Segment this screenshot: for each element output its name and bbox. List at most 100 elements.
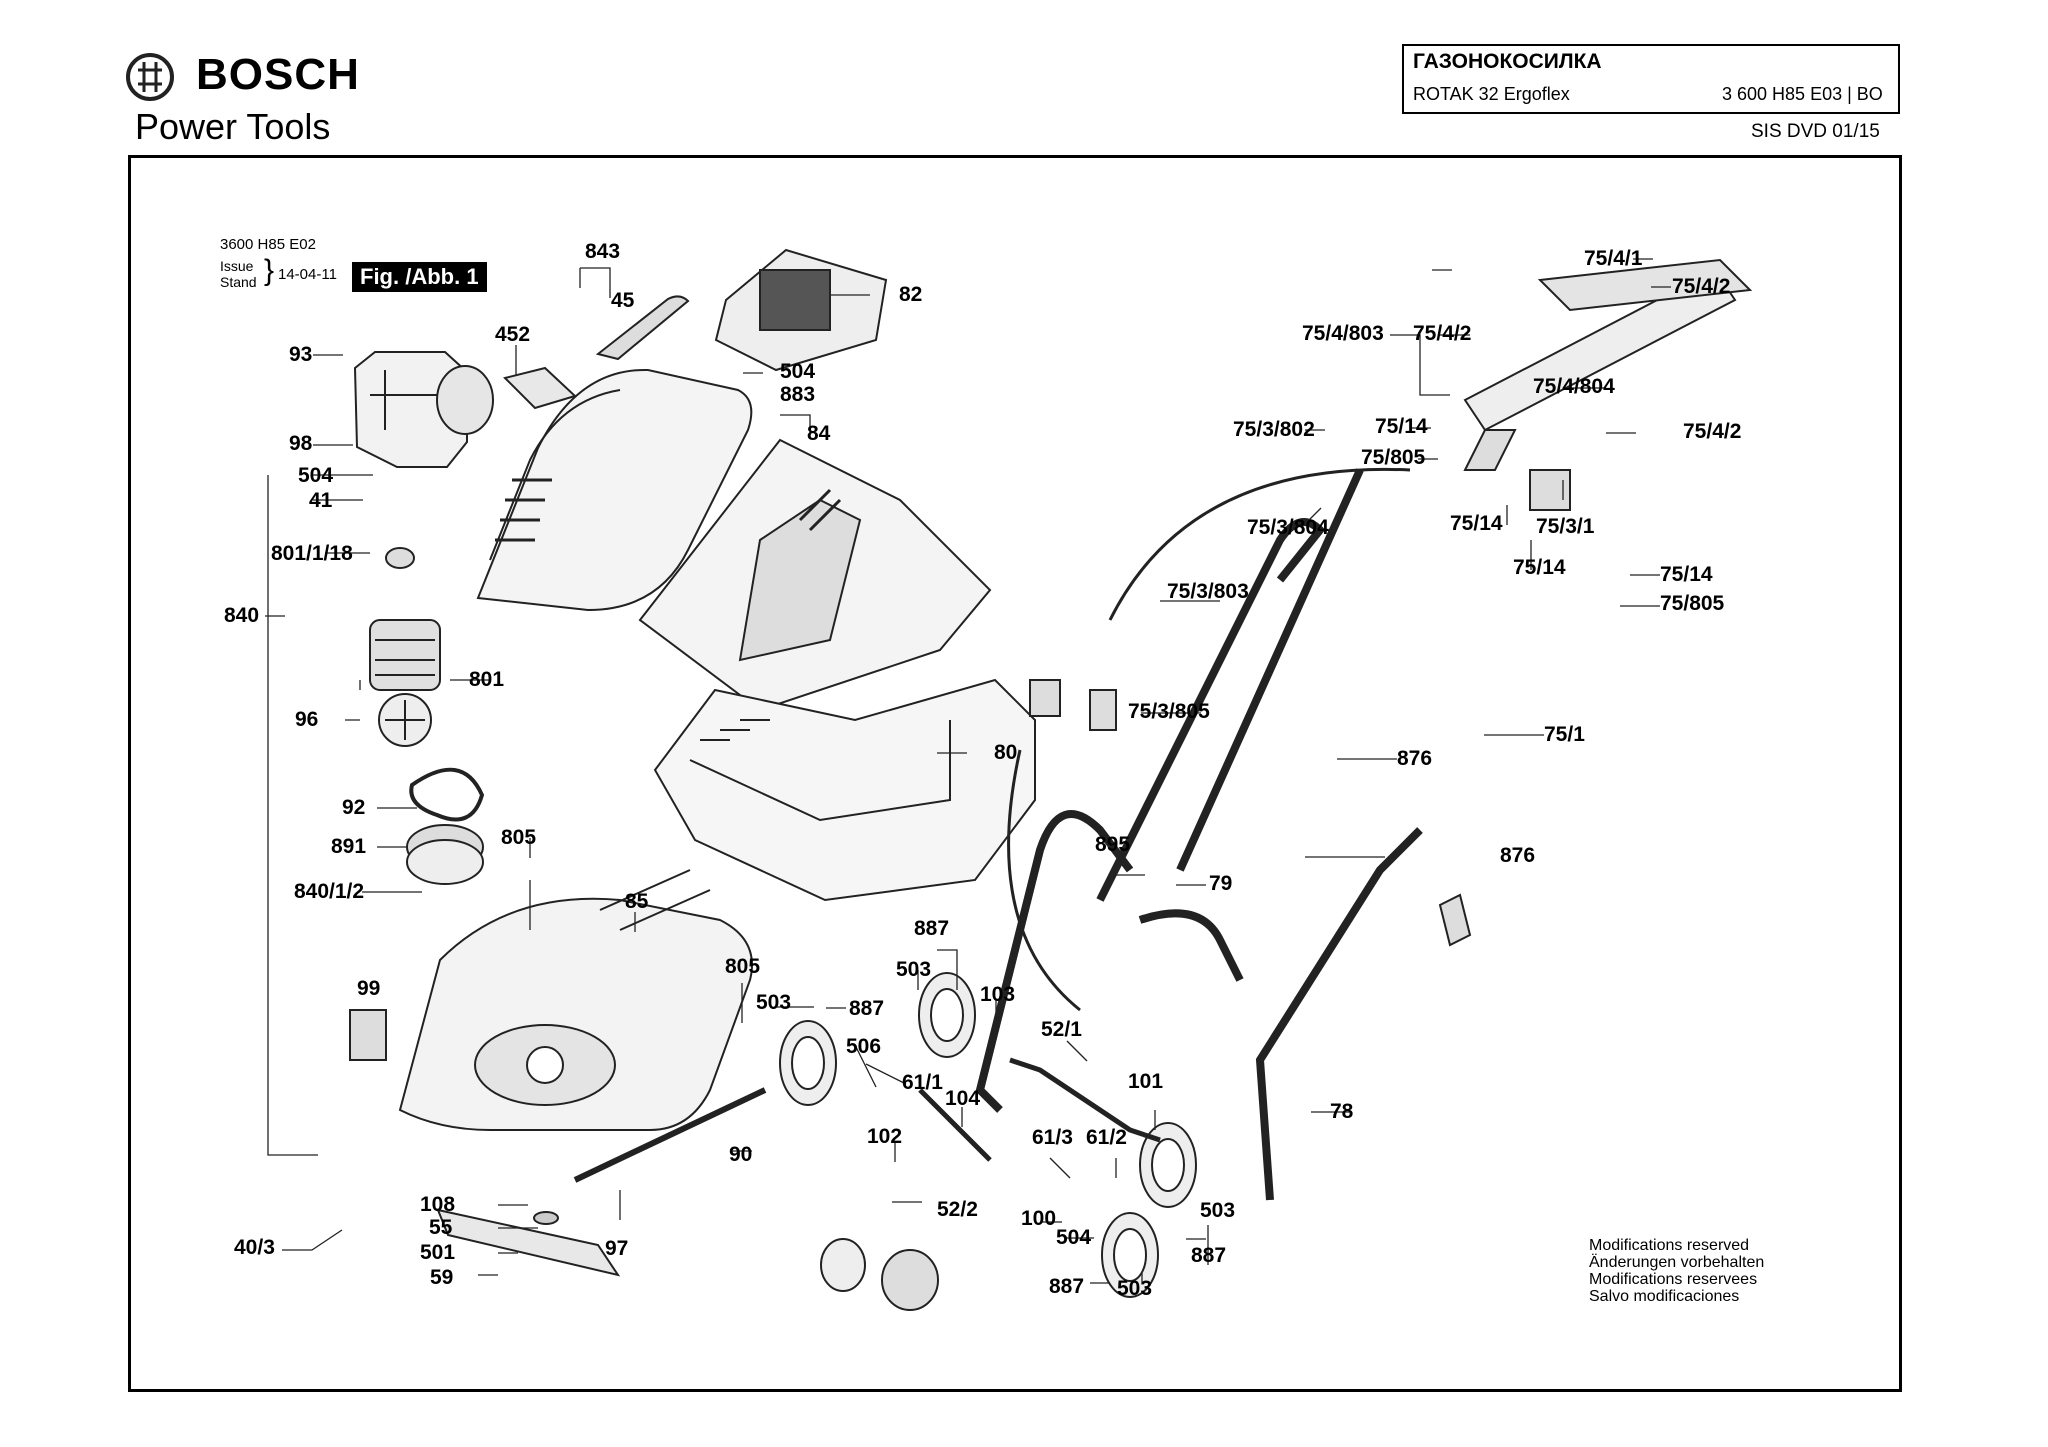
part-callout: 97	[605, 1237, 629, 1260]
motor-housing-part	[353, 351, 494, 468]
blade-part	[436, 1208, 621, 1277]
part-callout: 801/1/18	[271, 542, 353, 565]
document-reference: SIS DVD 01/15	[1751, 121, 1880, 142]
part-callout: 75/805	[1660, 592, 1725, 615]
part-callout: 840/1/2	[294, 880, 365, 903]
part-callout: 75/4/1	[1584, 247, 1643, 270]
part-callout: 75/14	[1375, 415, 1428, 438]
part-callout: 90	[729, 1143, 753, 1166]
part-callout: 887	[849, 997, 885, 1020]
bosch-badge-part	[503, 366, 577, 410]
modifications-notes: Modifications reserved Änderungen vorbeh…	[1589, 1237, 1764, 1305]
part-callout: 504	[298, 464, 334, 487]
part-callout: 452	[495, 323, 531, 346]
part-callout: 75/14	[1660, 563, 1713, 586]
part-callout: 843	[585, 240, 621, 263]
part-callout: 52/1	[1041, 1018, 1082, 1041]
part-callout: 887	[1049, 1275, 1085, 1298]
part-callout: 75/3/1	[1536, 515, 1595, 538]
upper-handle-part-2	[1176, 468, 1364, 872]
part-callout: 75/1	[1544, 723, 1585, 746]
part-callout: 805	[501, 826, 537, 849]
part-callout: 61/3	[1032, 1126, 1073, 1149]
title-model: ROTAK 32 Ergoflex	[1413, 84, 1570, 104]
part-callout: 102	[867, 1125, 903, 1148]
part-callout: 93	[289, 343, 313, 366]
part-callout: 805	[725, 955, 761, 978]
rear-wheel-part	[779, 972, 976, 1106]
part-callout: 887	[914, 917, 950, 940]
mower-deck-part	[398, 869, 753, 1131]
drawing-frame	[128, 155, 1902, 1392]
title-block	[1402, 44, 1900, 114]
part-callout: 506	[846, 1035, 882, 1058]
part-callout: 503	[1200, 1199, 1236, 1222]
part-callout: 75/4/804	[1533, 375, 1615, 398]
motor-cover-part	[476, 368, 753, 612]
part-callout: 75/4/2	[1683, 420, 1742, 443]
issue-brace: }	[264, 254, 275, 287]
part-callout: 41	[309, 489, 333, 512]
part-callout: 887	[1191, 1244, 1227, 1267]
control-panel-part	[714, 248, 888, 372]
part-callout: 504	[1056, 1226, 1092, 1249]
part-callout: 883	[780, 383, 816, 406]
drive-belt-part	[409, 767, 485, 822]
brand-subtitle: Power Tools	[135, 106, 331, 147]
part-callout: 75/3/803	[1167, 580, 1249, 603]
part-callout: 75/4/2	[1413, 322, 1472, 345]
front-wheel-part	[1101, 1122, 1197, 1298]
part-callout: 504	[780, 360, 816, 383]
part-callout: 78	[1330, 1100, 1354, 1123]
title-main: ГАЗОНОКОСИЛКА	[1413, 50, 1602, 73]
control-cable-part-2	[1007, 749, 1081, 1012]
part-callout: 75/3/802	[1233, 418, 1315, 441]
handle-grip-part	[1463, 258, 1753, 511]
part-callout: 61/1	[902, 1071, 943, 1094]
part-callout: 84	[807, 422, 831, 445]
part-callout: 501	[420, 1241, 456, 1264]
part-callout: 45	[611, 289, 635, 312]
part-callout: 80	[994, 741, 1018, 764]
brand-name: BOSCH	[196, 50, 360, 99]
part-callout: 75/805	[1361, 446, 1426, 469]
axle-rod-part	[573, 1087, 767, 1183]
part-callout: 840	[224, 604, 260, 627]
issue-label-line1: Issue	[220, 258, 254, 274]
part-callout: 876	[1500, 844, 1536, 867]
part-callout: 801	[469, 668, 505, 691]
part-callout: 52/2	[937, 1198, 978, 1221]
lower-handle-left-part	[975, 810, 1134, 1113]
part-callout: 103	[980, 983, 1016, 1006]
part-callout: 503	[756, 991, 792, 1014]
upper-handle-part	[1096, 518, 1326, 902]
part-callout: 75/4/803	[1302, 322, 1384, 345]
carry-handle-part	[595, 295, 690, 361]
part-callout: 100	[1021, 1207, 1057, 1230]
note-line: Modifications reservees	[1589, 1271, 1758, 1288]
control-cable-part	[1108, 467, 1411, 621]
height-adjuster-part	[820, 1238, 939, 1311]
pulley-part	[406, 824, 484, 885]
part-callout: 98	[289, 432, 313, 455]
note-line: Änderungen vorbehalten	[1589, 1254, 1765, 1271]
grass-box-part	[653, 678, 1036, 902]
part-callout: 503	[896, 958, 932, 981]
note-line: Modifications reserved	[1589, 1237, 1750, 1254]
part-callout: 108	[420, 1193, 456, 1216]
part-callout: 75/3/805	[1128, 700, 1210, 723]
part-callout: 75/3/804	[1247, 516, 1329, 539]
issue-code: 3600 H85 E02	[220, 236, 316, 253]
note-line: Salvo modificaciones	[1589, 1288, 1740, 1305]
quick-release-knob-part	[1438, 893, 1472, 947]
part-callout: 101	[1128, 1070, 1164, 1093]
part-callout: 40/3	[234, 1236, 275, 1259]
height-rod-part-2	[918, 1088, 992, 1162]
bosch-armature-logo-icon	[126, 53, 174, 101]
part-callout: 104	[945, 1087, 981, 1110]
part-callout: 75/14	[1450, 512, 1503, 535]
mulch-plug-part	[349, 1009, 387, 1061]
title-number: 3 600 H85 E03 | BO	[1722, 84, 1883, 104]
part-callout: 55	[429, 1216, 453, 1239]
